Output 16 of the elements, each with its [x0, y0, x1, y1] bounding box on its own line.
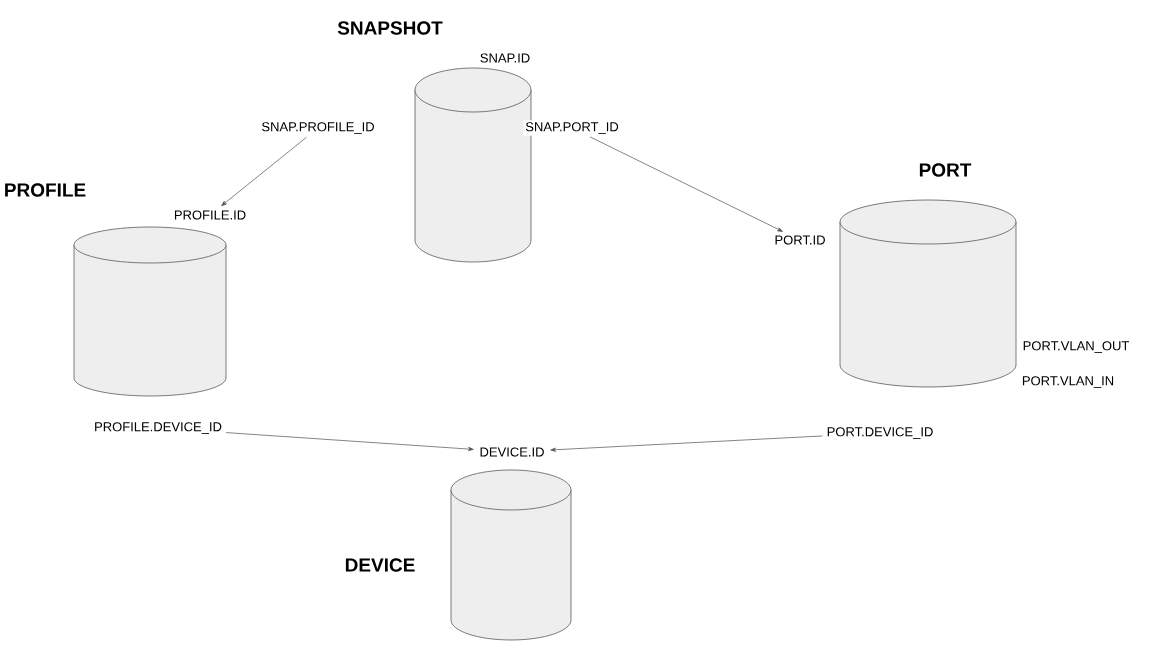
arrow	[221, 136, 307, 206]
arrow	[589, 136, 783, 232]
arrow	[225, 432, 474, 452]
field-label: PROFILE.DEVICE_ID	[92, 420, 224, 436]
table-heading: PORT	[919, 163, 972, 177]
field-label: SNAP.PORT_ID	[523, 120, 621, 136]
field-label: SNAP.ID	[480, 53, 530, 63]
table-heading: PROFILE	[5, 183, 86, 197]
field-label: SNAP.PROFILE_ID	[259, 120, 377, 136]
field-label: PORT.DEVICE_ID	[824, 425, 936, 441]
field-label: PROFILE.ID	[171, 208, 249, 222]
field-label: DEVICE.ID	[477, 445, 547, 459]
table-heading: DEVICE	[345, 558, 415, 572]
table-heading: SNAPSHOT	[337, 21, 443, 35]
arrow	[550, 435, 823, 452]
field-label: PORT.ID	[772, 233, 828, 247]
